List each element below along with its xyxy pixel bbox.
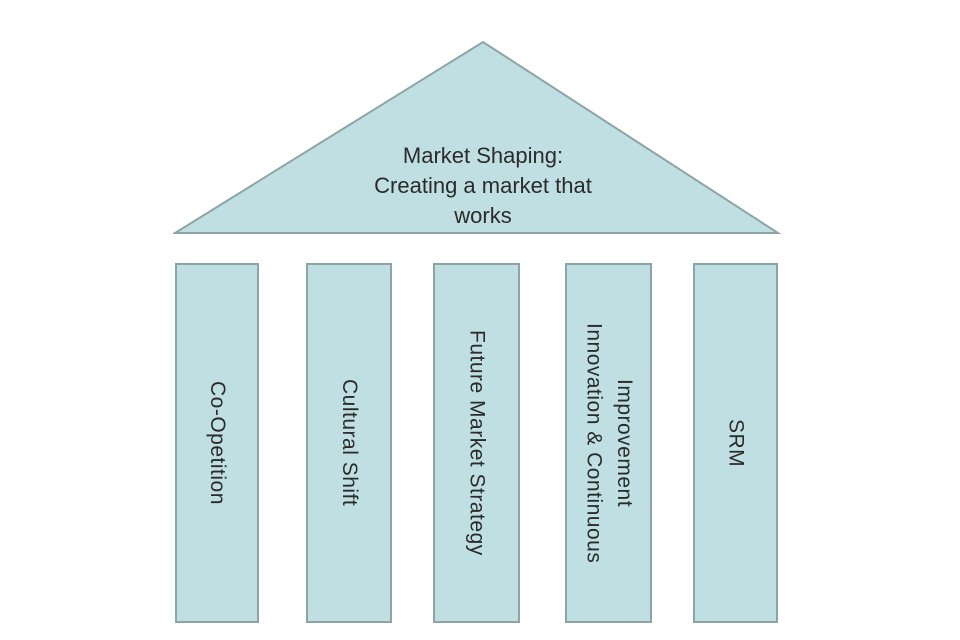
- pillar-cultural-shift: Cultural Shift: [306, 263, 392, 623]
- pillar-label: Co-Opetition: [206, 381, 230, 505]
- roof-title-line: Creating a market that: [374, 173, 592, 198]
- pillar-co-opetition: Co-Opetition: [175, 263, 259, 623]
- pillar-label: Innovation & Continuous Improvement: [582, 322, 636, 564]
- roof-title: Market Shaping: Creating a market that w…: [333, 141, 633, 231]
- roof-triangle: [173, 40, 782, 234]
- pillar-label: Cultural Shift: [338, 379, 362, 507]
- pillar-future-market-strategy: Future Market Strategy: [433, 263, 520, 623]
- pillar-label: Future Market Strategy: [465, 330, 489, 556]
- pillar-innovation-continuous-improvement: Innovation & Continuous Improvement: [565, 263, 652, 623]
- roof-triangle-shape: [173, 40, 782, 234]
- pillar-srm: SRM: [693, 263, 778, 623]
- roof-title-line: works: [454, 203, 512, 228]
- roof-title-line: Market Shaping:: [402, 143, 564, 168]
- pillar-label: SRM: [724, 418, 748, 468]
